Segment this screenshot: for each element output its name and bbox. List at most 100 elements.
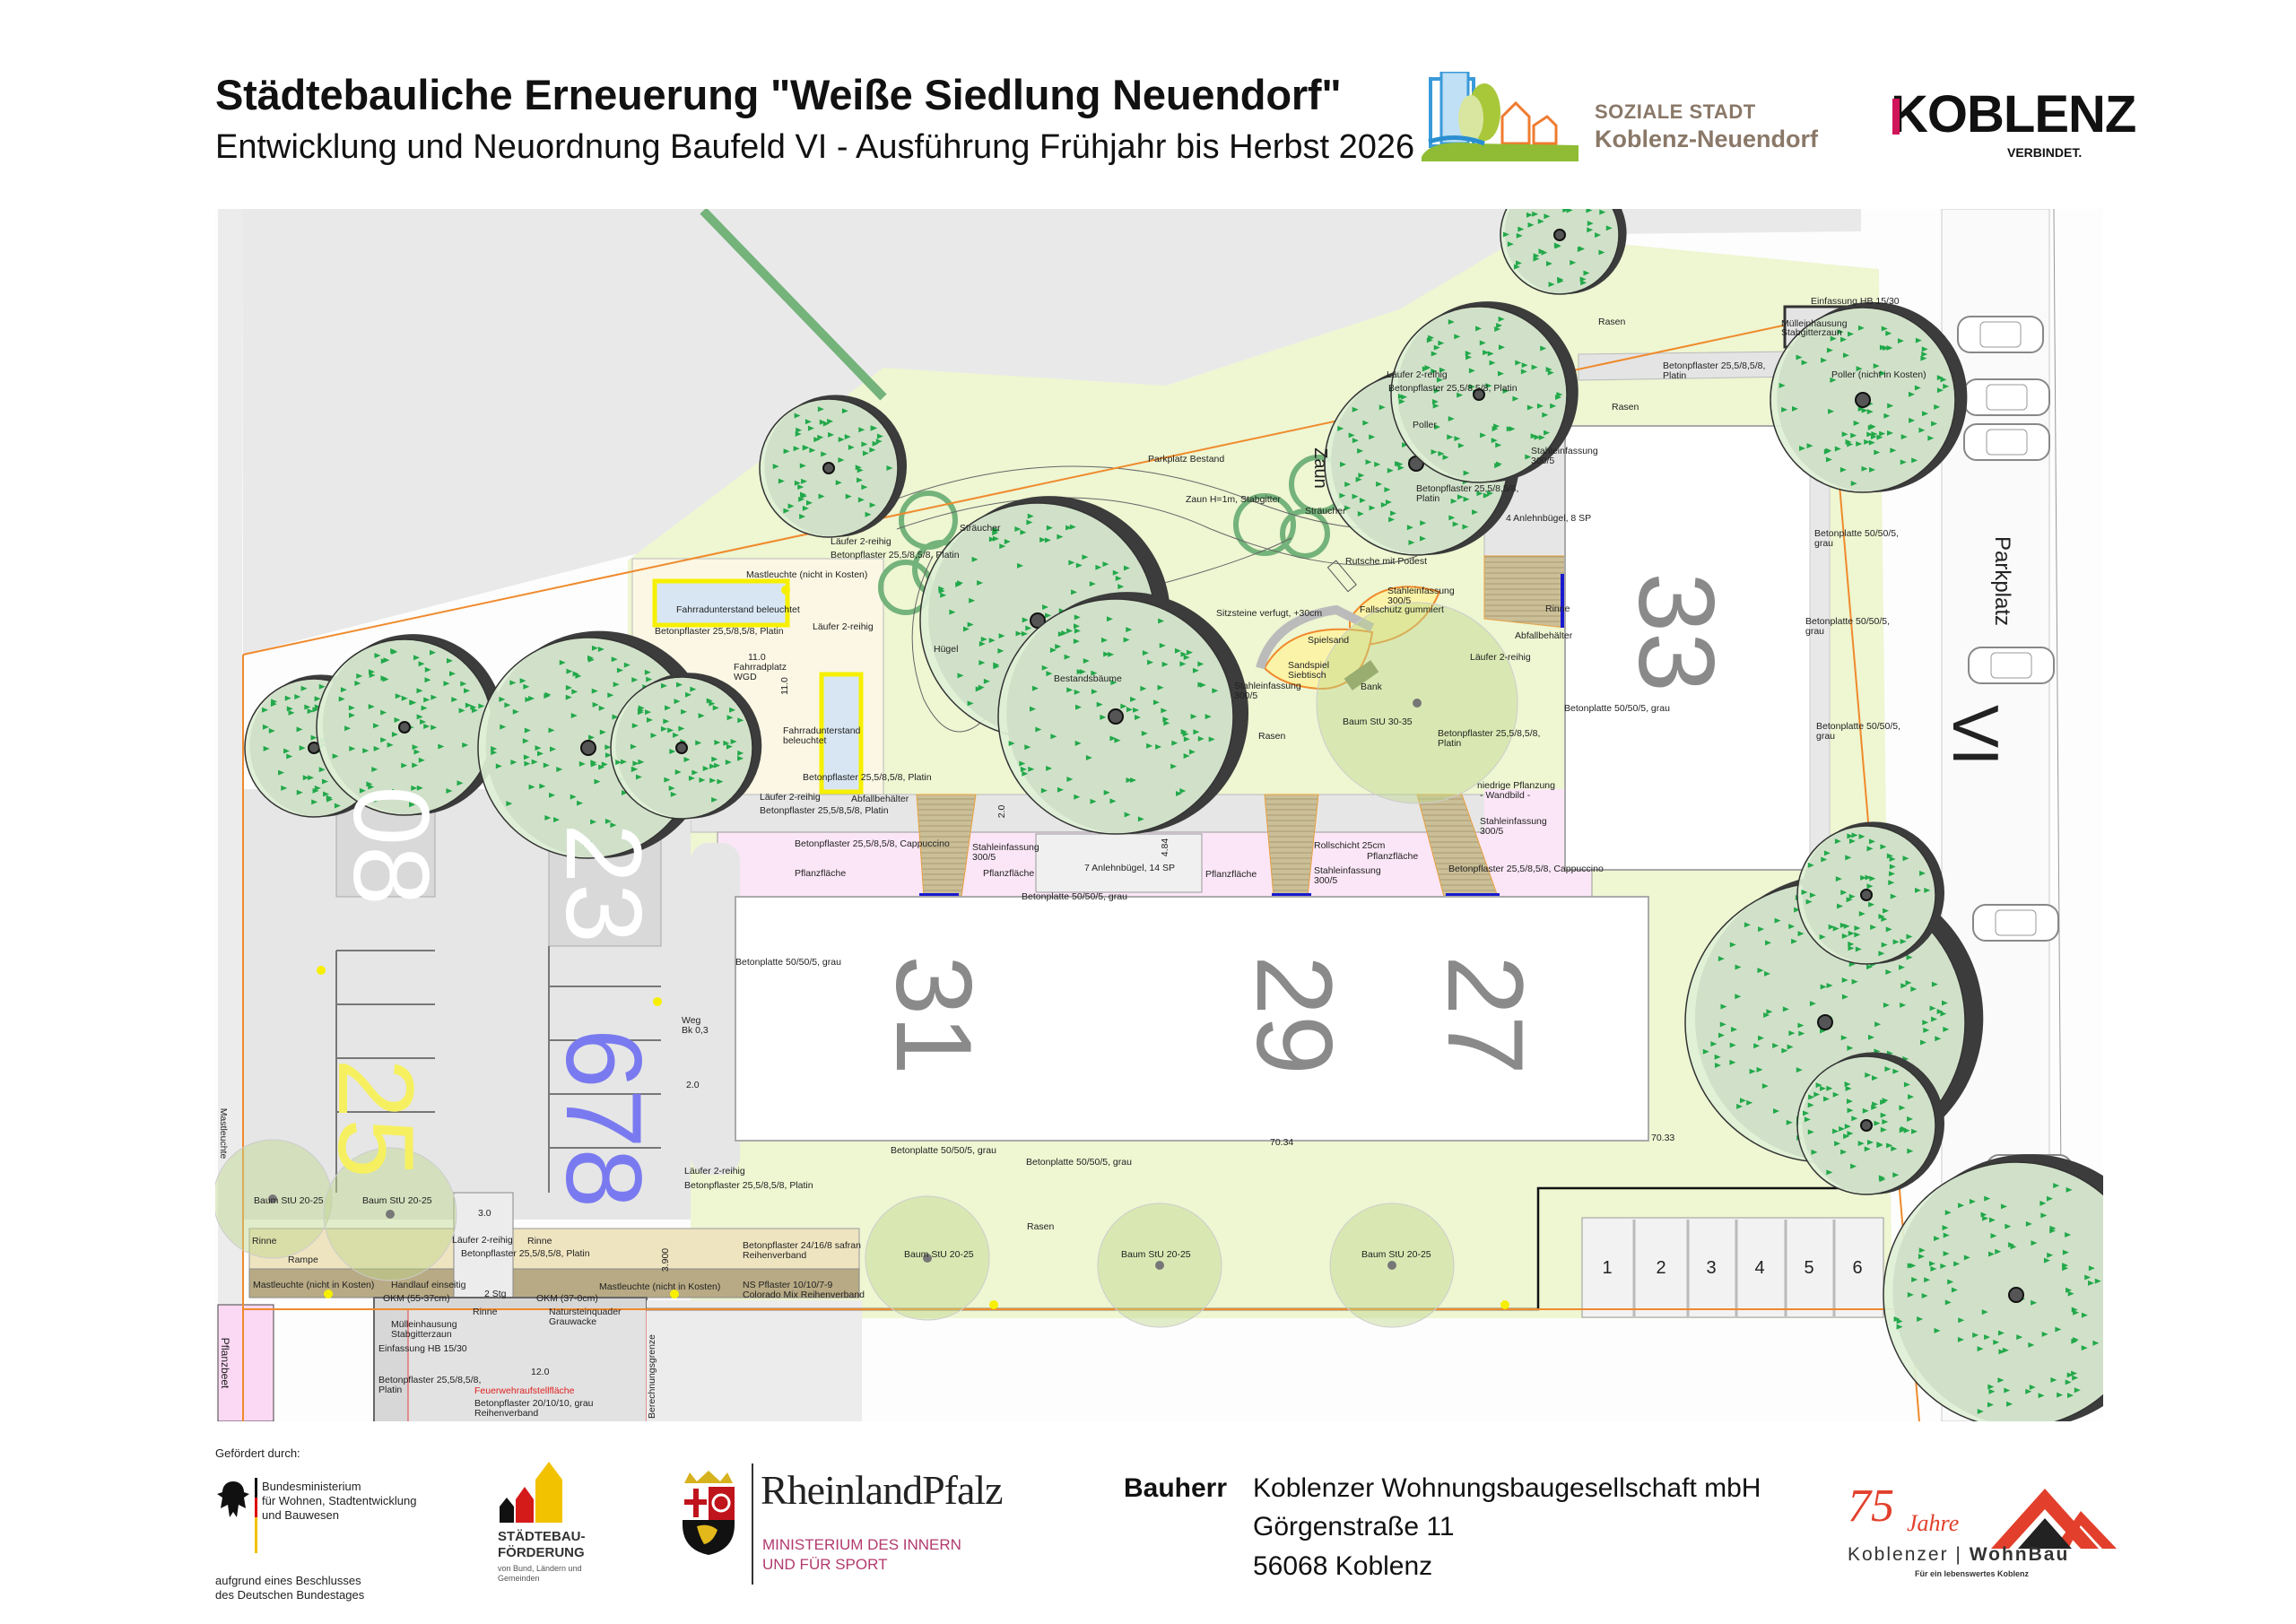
- plan-label: WGD: [734, 672, 757, 682]
- foliage-mark: [993, 664, 1000, 670]
- foliage-mark: [1997, 1330, 2005, 1336]
- green-strip: [700, 209, 887, 401]
- foliage-mark: [1480, 432, 1487, 439]
- bmwsb-line: für Wohnen, Stadtentwicklung: [262, 1494, 417, 1507]
- foliage-mark: [300, 685, 308, 691]
- foliage-mark: [1595, 232, 1602, 239]
- foliage-mark: [1918, 1247, 1926, 1254]
- foliage-mark: [1074, 704, 1082, 710]
- foliage-mark: [1796, 354, 1803, 360]
- foliage-mark: [730, 739, 737, 745]
- foliage-mark: [1130, 777, 1137, 783]
- staedtebau-small-line: Gemeinden: [498, 1574, 540, 1583]
- foliage-mark: [1821, 357, 1828, 363]
- plan-label: Läufer 2-reihig: [452, 1235, 513, 1246]
- sandpit[interactable]: [1263, 628, 1374, 690]
- foliage-mark: [1159, 642, 1166, 648]
- foliage-mark: [1855, 946, 1862, 952]
- foliage-mark: [1729, 1059, 1736, 1065]
- foliage-mark: [2081, 1312, 2088, 1318]
- berechnungsgrenze-label: Berechnungsgrenze: [647, 1334, 657, 1419]
- foliage-mark: [446, 787, 453, 794]
- lamp-markers: [317, 586, 1509, 1309]
- foliage-mark: [1850, 432, 1857, 439]
- plan-label: Hügel: [934, 644, 958, 655]
- foliage-mark: [1531, 364, 1538, 370]
- building-number-08: 08: [331, 786, 451, 905]
- foliage-mark: [549, 792, 556, 798]
- plan-label: Fallschutz gummiert: [1360, 604, 1444, 615]
- foliage-mark: [591, 688, 598, 694]
- foliage-mark: [1438, 340, 1445, 346]
- plan-label: 300/5: [1531, 456, 1554, 466]
- foliage-mark: [2066, 1186, 2073, 1193]
- bike-shelter[interactable]: [652, 578, 790, 628]
- foliage-mark: [1920, 1039, 1927, 1046]
- foliage-mark: [523, 754, 530, 760]
- foliage-mark: [412, 762, 419, 769]
- foliage-mark: [451, 697, 458, 703]
- foliage-mark: [1420, 520, 1427, 526]
- car-icon: [1968, 647, 2055, 684]
- foliage-mark: [1813, 1091, 1821, 1098]
- foliage-mark: [1359, 498, 1366, 504]
- tree-trunk: [1030, 612, 1046, 629]
- foliage-mark: [1024, 744, 1031, 751]
- car-icon: [1972, 904, 2059, 942]
- foliage-mark: [610, 822, 617, 829]
- foliage-mark: [1362, 420, 1370, 426]
- plan-label: Sträucher: [960, 523, 1001, 534]
- foliage-mark: [797, 484, 804, 491]
- foliage-mark: [1977, 1408, 1984, 1414]
- foliage-mark: [1487, 351, 1494, 357]
- foliage-mark: [1091, 670, 1098, 676]
- foliage-mark: [418, 661, 425, 667]
- foliage-mark: [1102, 561, 1109, 568]
- foliage-mark: [2050, 1376, 2057, 1383]
- foliage-mark: [1805, 899, 1813, 905]
- foliage-mark: [646, 676, 653, 682]
- foliage-mark: [1041, 664, 1048, 671]
- building-number-29: 29: [1234, 955, 1354, 1074]
- foliage-mark: [1880, 1126, 1887, 1133]
- foliage-mark: [1103, 651, 1110, 657]
- existing-tree: [997, 592, 1249, 835]
- foliage-mark: [1809, 1001, 1816, 1007]
- bike-shelter[interactable]: [819, 672, 864, 795]
- foliage-mark: [1069, 524, 1076, 530]
- tree-trunk: [2008, 1287, 2024, 1303]
- foliage-mark: [678, 725, 685, 732]
- foliage-mark: [1799, 446, 1806, 452]
- foliage-mark: [2108, 1247, 2114, 1253]
- plan-label: Rutsche mit Podest: [1345, 556, 1427, 567]
- foliage-mark: [801, 478, 808, 484]
- foliage-mark: [394, 716, 401, 723]
- foliage-mark: [1797, 1022, 1805, 1029]
- foliage-mark: [2038, 1393, 2045, 1399]
- foliage-mark: [1526, 195, 1532, 200]
- foliage-mark: [1374, 461, 1381, 467]
- bike-racks[interactable]: [1035, 833, 1203, 893]
- plan-label: Pflanzfläche: [1367, 851, 1418, 862]
- foliage-mark: [1830, 335, 1837, 342]
- foliage-mark: [1115, 575, 1122, 581]
- foliage-mark: [1544, 186, 1551, 191]
- existing-tree: [1770, 301, 1968, 493]
- rlp-ministry: MINISTERIUM DES INNERN UND FÜR SPORT: [762, 1535, 961, 1575]
- foliage-mark: [1046, 765, 1053, 771]
- foliage-mark: [1788, 924, 1796, 930]
- foliage-mark: [1927, 435, 1935, 441]
- foliage-mark: [1820, 984, 1827, 990]
- foliage-mark: [491, 746, 498, 752]
- foliage-mark: [1930, 1266, 1937, 1272]
- foliage-mark: [1866, 431, 1874, 438]
- foliage-mark: [772, 464, 779, 470]
- foliage-mark: [1995, 1248, 2002, 1255]
- foliage-mark: [886, 465, 893, 472]
- trees: [215, 186, 2114, 1421]
- foliage-mark: [1871, 1075, 1878, 1081]
- foliage-mark: [1908, 391, 1915, 397]
- foliage-mark: [1908, 1094, 1915, 1100]
- foliage-mark: [635, 774, 642, 780]
